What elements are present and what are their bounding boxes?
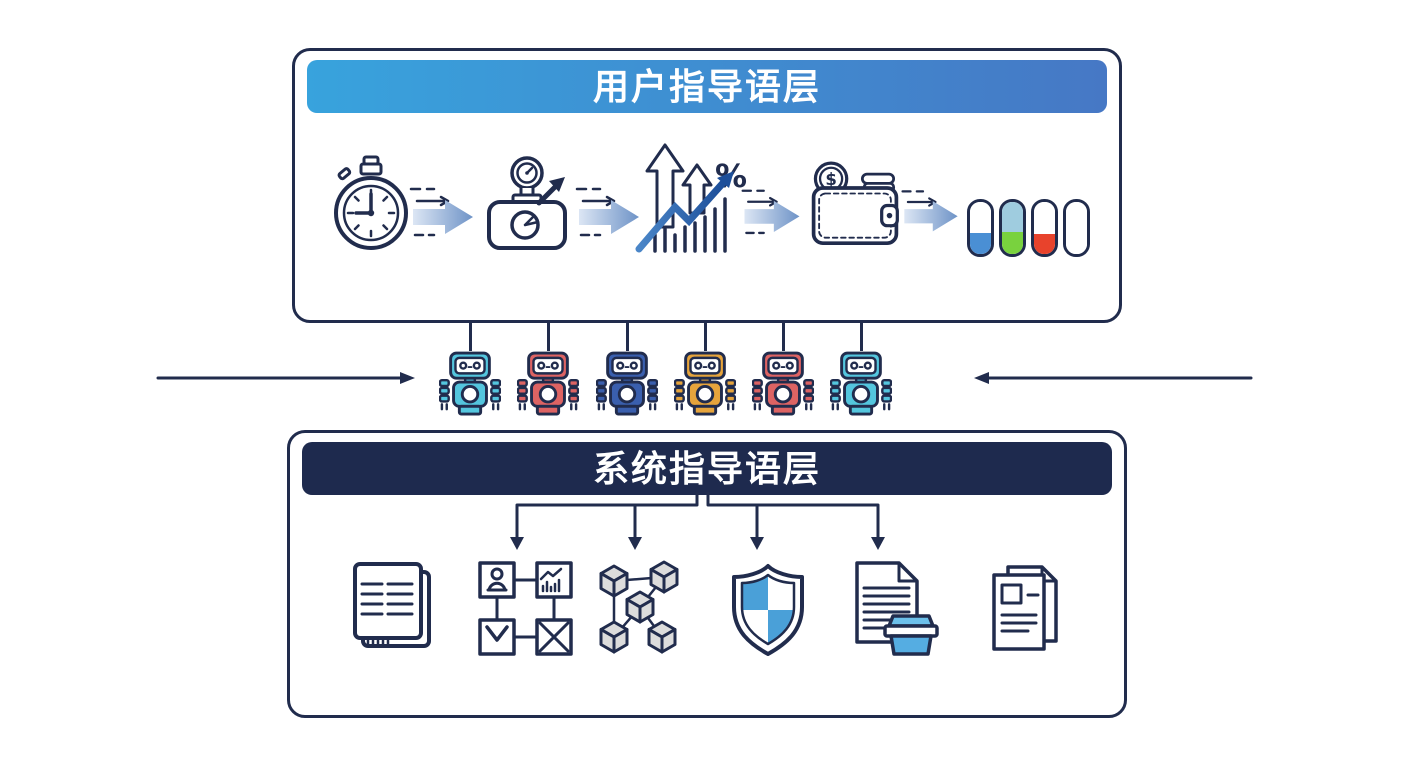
robot-icon bbox=[596, 351, 658, 416]
documents-icon bbox=[992, 565, 1058, 651]
pills-icon bbox=[967, 199, 1090, 257]
robot-eye bbox=[850, 361, 859, 370]
robot-icon bbox=[830, 351, 892, 416]
dollar-sign: $ bbox=[825, 170, 837, 189]
flow-arrow-icon bbox=[409, 187, 473, 237]
robot-icon bbox=[674, 351, 736, 416]
user-prompt-layer-title: 用户指导语层 bbox=[592, 66, 821, 107]
robot-eye bbox=[772, 361, 781, 370]
robot-eye bbox=[472, 361, 481, 370]
connector-line bbox=[469, 321, 472, 351]
system-prompt-layer-panel: 系统指导语层 bbox=[287, 430, 1127, 718]
robot-eye bbox=[694, 361, 703, 370]
robot-icon bbox=[439, 351, 501, 416]
right-inbound-arrow bbox=[974, 372, 1253, 384]
shield-icon bbox=[732, 564, 804, 656]
connector-line bbox=[782, 321, 785, 351]
robot-icon bbox=[752, 351, 814, 416]
connector-line bbox=[626, 321, 629, 351]
robot-eye bbox=[537, 361, 546, 370]
robot-eye bbox=[785, 361, 794, 370]
pill bbox=[967, 199, 994, 257]
user-prompt-layer-header: 用户指导语层 bbox=[307, 60, 1107, 113]
growth-chart-icon: % bbox=[635, 143, 747, 253]
flow-arrow-icon bbox=[741, 189, 800, 235]
flow-arrow-icon bbox=[575, 187, 639, 237]
pill bbox=[1031, 199, 1058, 257]
robot-eye bbox=[707, 361, 716, 370]
robot-eye bbox=[629, 361, 638, 370]
pill bbox=[999, 199, 1026, 257]
gauge-box-icon bbox=[487, 156, 567, 250]
user-prompt-layer-panel: 用户指导语层 bbox=[292, 48, 1122, 323]
cube bbox=[599, 560, 679, 654]
pill bbox=[1063, 199, 1090, 257]
flow-arrow-icon bbox=[901, 190, 958, 232]
book-icon bbox=[353, 562, 431, 648]
workflow-grid-icon bbox=[478, 561, 573, 656]
network-cubes-icon bbox=[599, 560, 679, 654]
stopwatch-icon bbox=[334, 155, 408, 250]
system-prompt-layer-title: 系统指导语层 bbox=[592, 448, 821, 489]
robot-eye bbox=[616, 361, 625, 370]
left-inbound-arrow bbox=[156, 372, 415, 384]
robot-eye bbox=[459, 361, 468, 370]
robot-eye bbox=[550, 361, 559, 370]
wallet-icon: $ bbox=[811, 161, 899, 246]
connector-line bbox=[860, 321, 863, 351]
branch-connectors bbox=[510, 491, 885, 550]
connector-line bbox=[704, 321, 707, 351]
document-archive-icon bbox=[855, 561, 939, 656]
robot-icon bbox=[517, 351, 579, 416]
system-prompt-layer-header: 系统指导语层 bbox=[302, 442, 1112, 495]
robot-eye bbox=[863, 361, 872, 370]
connector-line bbox=[547, 321, 550, 351]
